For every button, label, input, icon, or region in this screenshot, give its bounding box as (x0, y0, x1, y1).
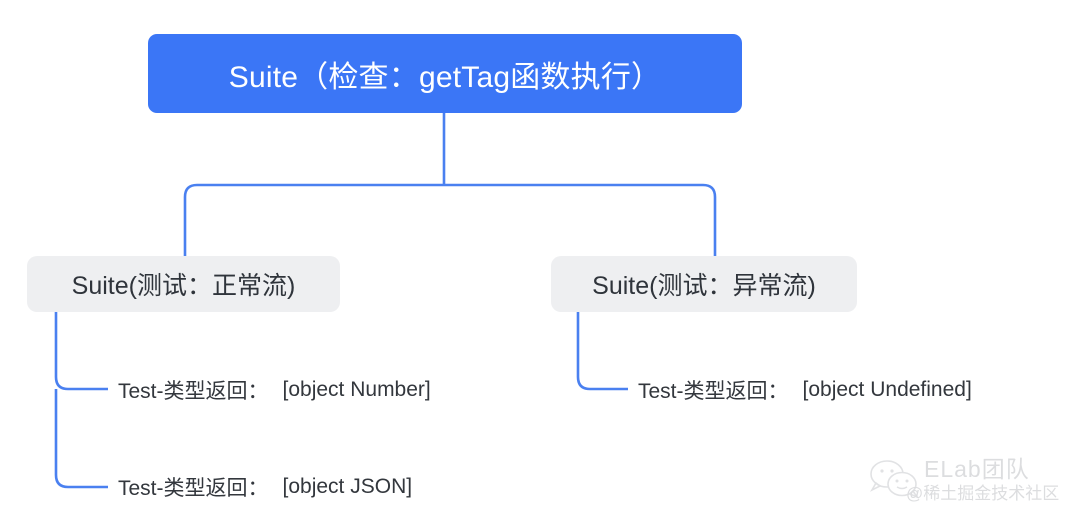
leaf-test-json-value: [object JSON] (282, 475, 413, 498)
watermark-title: ELab团队 (924, 456, 1030, 482)
node-suite-abnormal-flow-label: Suite(测试：异常流) (592, 272, 816, 300)
wechat-bubbles-icon (869, 460, 920, 499)
leaf-test-undefined: Test-类型返回： [object Undefined] (638, 375, 972, 405)
watermark: ELab团队 @稀土掘金技术社区 (866, 456, 1072, 518)
node-suite-abnormal-flow[interactable]: Suite(测试：异常流) (551, 256, 857, 312)
leaf-test-undefined-label: Test-类型返回： (638, 380, 789, 403)
node-root-suite[interactable]: Suite（检查：getTag函数执行） (148, 34, 742, 113)
leaf-test-number-value: [object Number] (282, 378, 431, 401)
node-root-label: Suite（检查：getTag函数执行） (228, 60, 662, 94)
leaf-test-number-label: Test-类型返回： (118, 380, 269, 403)
leaf-test-json-label: Test-类型返回： (118, 477, 269, 500)
connector-root-to-normal-flow (183, 183, 444, 256)
connector-normal-flow-to-json (54, 389, 108, 489)
node-suite-normal-flow[interactable]: Suite(测试：正常流) (27, 256, 340, 312)
connector-root-to-abnormal-flow (444, 183, 717, 256)
leaf-test-number: Test-类型返回： [object Number] (118, 375, 431, 405)
leaf-test-undefined-value: [object Undefined] (802, 378, 972, 401)
connector-normal-flow-to-number (54, 312, 108, 391)
node-suite-normal-flow-label: Suite(测试：正常流) (71, 272, 296, 300)
watermark-subtitle: @稀土掘金技术社区 (906, 484, 1060, 503)
connector-abnormal-flow-to-undefined (576, 312, 628, 391)
leaf-test-json: Test-类型返回： [object JSON] (118, 472, 412, 502)
watermark-text: ELab团队 @稀土掘金技术社区 (906, 456, 1059, 504)
